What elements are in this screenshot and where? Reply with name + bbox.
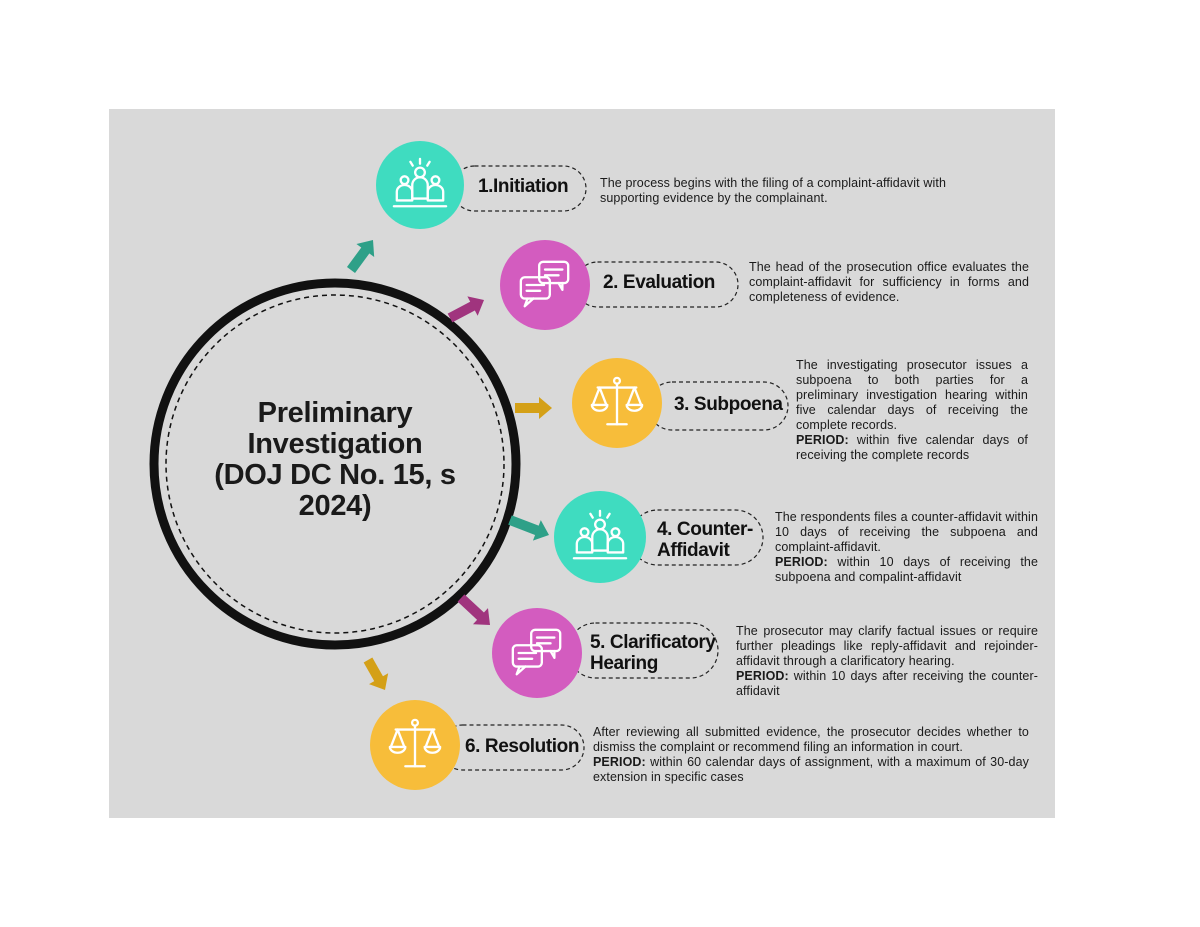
arrow-1 xyxy=(346,239,375,273)
hub-rings xyxy=(149,278,521,650)
step-5-label-line: 5. Clarificatory xyxy=(590,632,716,653)
step-6-description-text: After reviewing all submitted evidence, … xyxy=(593,725,1029,754)
hub-inner-ring xyxy=(165,294,505,634)
arrow-2 xyxy=(447,296,485,323)
step-4-label-line: Affidavit xyxy=(657,540,730,561)
arrow-3 xyxy=(515,397,552,419)
step-6-period: within 60 calendar days of assignment, w… xyxy=(593,755,1029,784)
step-1-label: 1.Initiation xyxy=(478,176,569,197)
hub-title-line: 2024) xyxy=(298,490,372,522)
step-6-description: After reviewing all submitted evidence, … xyxy=(593,725,1029,785)
chat-bubbles-icon xyxy=(508,624,566,682)
step-6-label: 6. Resolution xyxy=(465,736,580,757)
step-4-description: The respondents files a counter-affidavi… xyxy=(775,510,1038,585)
connector-arrows xyxy=(346,239,552,691)
arrow-5 xyxy=(457,594,491,625)
scales-icon xyxy=(386,716,444,774)
hub-outer-ring xyxy=(149,278,521,650)
step-3-label: 3. Subpoena xyxy=(674,394,783,415)
arrow-4 xyxy=(508,515,549,541)
step-4-period: within 10 days of receiving the subpoena… xyxy=(775,555,1038,584)
step-3-description-text: The investigating prosecutor issues a su… xyxy=(796,358,1028,432)
step-1-circle xyxy=(376,141,464,229)
step-6-period-label: PERIOD: xyxy=(593,755,646,769)
step-2-description: The head of the prosecution office evalu… xyxy=(749,260,1029,305)
hub-title-line: Investigation xyxy=(247,428,423,460)
step-1-description-text: The process begins with the filing of a … xyxy=(600,176,946,205)
scales-icon xyxy=(588,374,646,432)
step-5-circle xyxy=(492,608,582,698)
step-2-label: 2. Evaluation xyxy=(603,272,716,293)
step-5-description: The prosecutor may clarify factual issue… xyxy=(736,624,1038,699)
step-2-description-text: The head of the prosecution office evalu… xyxy=(749,260,1029,304)
hub-title-line: (DOJ DC No. 15, s xyxy=(214,459,456,491)
chat-bubbles-icon xyxy=(516,256,574,314)
people-icon xyxy=(391,156,449,214)
step-2-circle xyxy=(500,240,590,330)
diagram-background xyxy=(109,109,1055,818)
step-4-label-line: 4. Counter- xyxy=(657,519,753,540)
step-3-period: within five calendar days of receiving t… xyxy=(796,433,1028,462)
step-4-circle xyxy=(554,491,646,583)
step-4-description-text: The respondents files a counter-affidavi… xyxy=(775,510,1038,554)
step-5-description-text: The prosecutor may clarify factual issue… xyxy=(736,624,1038,668)
people-icon xyxy=(571,508,629,566)
step-5-label-line: Hearing xyxy=(590,653,658,674)
arrow-6 xyxy=(363,657,389,691)
step-3-period-label: PERIOD: xyxy=(796,433,849,447)
step-4-label: 4. Counter- Affidavit xyxy=(657,519,753,561)
step-6-circle xyxy=(370,700,460,790)
step-5-period-label: PERIOD: xyxy=(736,669,789,683)
step-5-label: 5. Clarificatory Hearing xyxy=(590,632,716,674)
step-4-period-label: PERIOD: xyxy=(775,555,828,569)
step-5-period: within 10 days after receiving the count… xyxy=(736,669,1038,698)
step-4-capsule xyxy=(629,509,764,566)
step-1-description: The process begins with the filing of a … xyxy=(600,176,946,206)
hub-title-line: Preliminary xyxy=(257,397,413,429)
step-3-circle xyxy=(572,358,662,448)
hub-title: Preliminary Investigation (DOJ DC No. 15… xyxy=(160,398,510,522)
step-2-capsule xyxy=(574,261,739,308)
step-3-description: The investigating prosecutor issues a su… xyxy=(796,358,1028,463)
